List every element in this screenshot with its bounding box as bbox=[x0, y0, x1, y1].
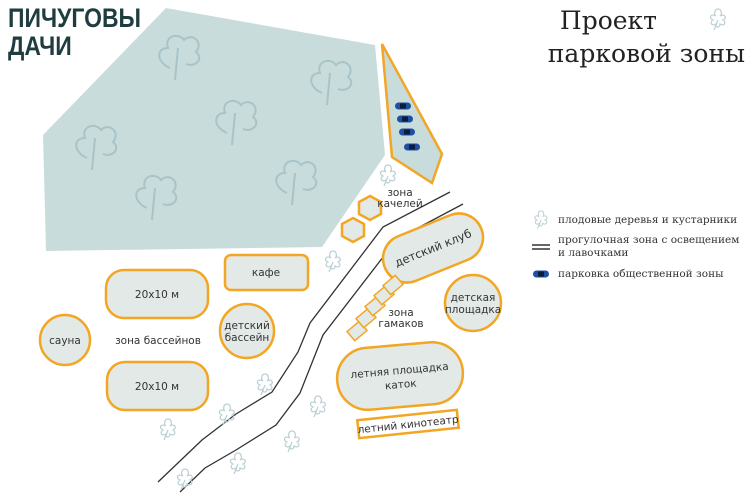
swing-zone: зона качелей bbox=[340, 187, 423, 244]
legend: плодовые деревья и кустарники прогулочна… bbox=[530, 210, 748, 288]
page-title: Проект парковой зоны bbox=[548, 4, 745, 70]
svg-text:бассейн: бассейн bbox=[225, 332, 270, 344]
summer-rink: летняя площадка каток bbox=[335, 340, 465, 412]
pools-zone-label: зона бассейнов bbox=[115, 335, 201, 347]
logo-line1: ПИЧУГОВЫ bbox=[8, 3, 141, 33]
svg-text:20x10 м: 20x10 м bbox=[135, 289, 179, 301]
title-line1: Проект bbox=[559, 6, 657, 35]
kids-playground: детская площадка bbox=[443, 273, 503, 333]
kids-pool: детский бассейн bbox=[218, 302, 276, 360]
car-icon bbox=[530, 266, 552, 282]
double-line-icon bbox=[530, 239, 552, 255]
svg-text:каток: каток bbox=[384, 378, 417, 393]
legend-label: плодовые деревья и кустарники bbox=[558, 214, 738, 226]
svg-text:гамаков: гамаков bbox=[378, 318, 423, 330]
legend-item-parking: парковка общественной зоны bbox=[530, 266, 748, 282]
logo: ПИЧУГОВЫ ДАЧИ bbox=[8, 4, 141, 60]
legend-item-walking-zone: прогулочная зона с освещением и лавочкам… bbox=[530, 234, 748, 260]
pool-bottom: 20x10 м bbox=[105, 360, 210, 412]
forest-area bbox=[43, 8, 385, 251]
svg-text:зона: зона bbox=[388, 307, 413, 319]
svg-text:кафе: кафе bbox=[252, 267, 280, 279]
parking-area bbox=[380, 43, 444, 185]
summer-cinema: летний кинотеатр bbox=[355, 408, 461, 440]
title-line2: парковой зоны bbox=[547, 39, 745, 68]
sauna: сауна bbox=[38, 313, 92, 367]
flower-icon bbox=[530, 210, 552, 229]
legend-label: парковка общественной зоны bbox=[558, 268, 724, 280]
kids-club: детский клуб bbox=[381, 212, 485, 284]
svg-text:детская: детская bbox=[451, 292, 496, 304]
svg-text:качелей: качелей bbox=[377, 198, 422, 210]
svg-text:сауна: сауна bbox=[49, 335, 81, 347]
svg-text:площадка: площадка bbox=[445, 304, 501, 316]
svg-text:20x10 м: 20x10 м bbox=[135, 381, 179, 393]
legend-label: прогулочная зона с освещением и лавочкам… bbox=[558, 234, 740, 259]
pool-top: 20x10 м bbox=[104, 268, 210, 320]
svg-text:детский: детский bbox=[224, 320, 270, 332]
cafe: кафе bbox=[223, 253, 310, 292]
hammock-zone: зона гамаков bbox=[345, 274, 424, 342]
logo-line2: ДАЧИ bbox=[8, 31, 72, 61]
svg-text:зона: зона bbox=[387, 187, 412, 199]
legend-item-fruit-trees: плодовые деревья и кустарники bbox=[530, 210, 748, 229]
